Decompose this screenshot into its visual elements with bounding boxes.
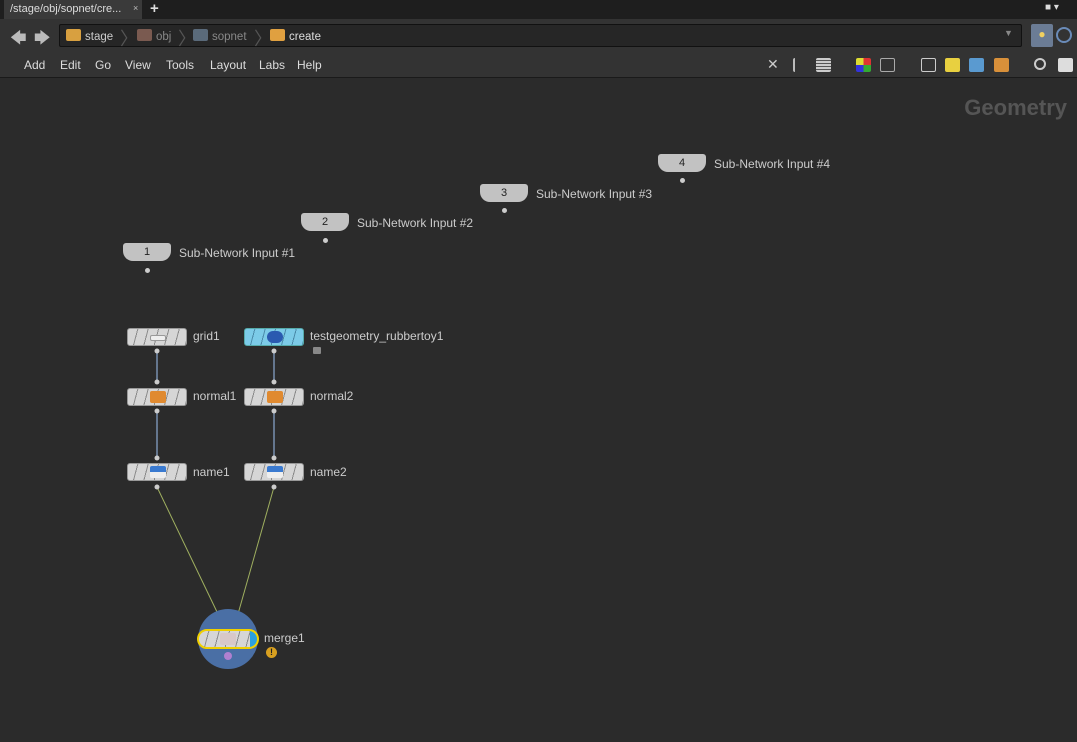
link-target-icon[interactable] — [1056, 27, 1072, 43]
menu-help[interactable]: Help — [297, 58, 322, 72]
context-label: Geometry — [964, 95, 1067, 120]
subnet-input-3[interactable]: 3 — [480, 184, 528, 202]
menu-add[interactable]: Add — [24, 58, 46, 72]
menu-bar: Add Edit Go View Tools Layout Labs Help — [0, 53, 1077, 78]
breadcrumb-separator: 〉 — [178, 29, 196, 49]
node-normal1[interactable] — [127, 388, 187, 406]
menu-labs[interactable]: Labs — [259, 58, 286, 72]
node-label: name2 — [310, 465, 347, 479]
new-tab-button[interactable]: + — [150, 0, 159, 17]
tree-icon[interactable] — [793, 58, 808, 72]
subnet-input-1[interactable]: 1 — [123, 243, 171, 261]
subnet-icon — [270, 29, 285, 41]
path-dropdown-icon[interactable]: ▼ — [1004, 28, 1013, 38]
grid-view-icon[interactable] — [880, 58, 895, 72]
color-palette-icon[interactable] — [856, 58, 871, 72]
tab-network-path[interactable]: /stage/obj/sopnet/cre... — [4, 0, 142, 19]
menu-layout[interactable]: Layout — [210, 58, 247, 72]
breadcrumb: stage 〉 obj 〉 sopnet 〉 create — [59, 24, 1022, 49]
back-arrow-icon[interactable]: 🡄 — [10, 28, 27, 47]
breadcrumb-stage[interactable]: stage — [66, 29, 113, 43]
node-label: grid1 — [193, 329, 220, 343]
warning-icon[interactable]: ! — [266, 647, 277, 658]
menu-view[interactable]: View — [125, 58, 151, 72]
crumb-label: create — [289, 31, 321, 43]
crumb-label: obj — [156, 31, 172, 43]
subnet-input-label: Sub-Network Input #4 — [714, 157, 831, 171]
node-name2[interactable] — [244, 463, 304, 481]
lock-icon — [313, 347, 321, 354]
subnet-box-icon[interactable] — [994, 58, 1009, 72]
wire — [156, 486, 219, 615]
menu-go[interactable]: Go — [95, 58, 112, 72]
tools-icon[interactable]: ✕ — [767, 56, 779, 72]
node-label: normal1 — [193, 389, 237, 403]
normal-icon — [150, 391, 166, 403]
crumb-label: sopnet — [212, 31, 247, 43]
node-normal2[interactable] — [244, 388, 304, 406]
breadcrumb-create[interactable]: create — [270, 29, 321, 43]
obj-icon — [137, 29, 152, 41]
network-editor-canvas[interactable] — [5, 79, 1077, 739]
node-label: name1 — [193, 465, 230, 479]
node-label: testgeometry_rubbertoy1 — [310, 329, 444, 343]
crumb-label: stage — [85, 31, 114, 43]
tab-close-icon[interactable]: × — [133, 3, 139, 13]
node-merge1[interactable] — [197, 629, 259, 649]
add-image-icon[interactable] — [969, 58, 984, 72]
search-icon[interactable] — [1034, 58, 1046, 70]
breadcrumb-obj[interactable]: obj — [137, 29, 171, 43]
rubbertoy-icon — [267, 331, 283, 343]
node-testgeometry-rubbertoy1[interactable] — [244, 328, 304, 346]
subnet-input-2[interactable]: 2 — [301, 213, 349, 231]
name-icon — [150, 466, 166, 478]
subnet-input-label: Sub-Network Input #1 — [179, 246, 296, 260]
wire — [237, 486, 275, 615]
subnet-input-label: Sub-Network Input #2 — [357, 216, 474, 230]
pane-menu-button[interactable]: ■ ▾ — [1045, 2, 1059, 13]
menu-tools[interactable]: Tools — [166, 58, 195, 72]
output-connector[interactable] — [680, 178, 685, 183]
output-connector[interactable] — [145, 268, 150, 273]
list-icon[interactable] — [816, 58, 831, 72]
eye-icon[interactable] — [1058, 58, 1073, 72]
network-box-icon[interactable] — [921, 58, 936, 72]
breadcrumb-separator: 〉 — [254, 29, 272, 49]
name-icon — [267, 466, 283, 478]
sopnet-icon — [193, 29, 208, 41]
output-connector[interactable] — [502, 208, 507, 213]
tab-bar: /stage/obj/sopnet/cre... × + ■ ▾ — [0, 0, 1077, 19]
merge-icon — [220, 633, 236, 645]
forward-arrow-icon[interactable]: 🡆 — [34, 28, 51, 47]
subnet-input-label: Sub-Network Input #3 — [536, 187, 653, 201]
node-label: normal2 — [310, 389, 354, 403]
node-label: merge1 — [264, 631, 305, 645]
subnet-input-4[interactable]: 4 — [658, 154, 706, 172]
breadcrumb-separator: 〉 — [120, 29, 138, 49]
pin-toggle-button[interactable]: ● — [1031, 24, 1053, 47]
breadcrumb-sopnet[interactable]: sopnet — [193, 29, 247, 43]
output-connector[interactable] — [323, 238, 328, 243]
normal-icon — [267, 391, 283, 403]
menu-edit[interactable]: Edit — [60, 58, 81, 72]
sticky-note-icon[interactable] — [945, 58, 960, 72]
grid-icon — [150, 335, 166, 341]
stage-icon — [66, 29, 81, 41]
node-grid1[interactable] — [127, 328, 187, 346]
node-name1[interactable] — [127, 463, 187, 481]
